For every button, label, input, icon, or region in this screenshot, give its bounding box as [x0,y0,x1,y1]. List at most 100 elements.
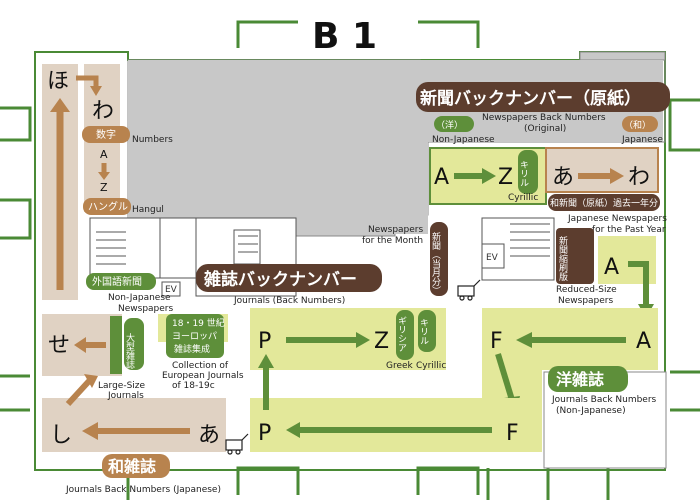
month-badge [430,222,448,296]
arrow-reduced-down [628,261,649,306]
japanese-label: Japanese [621,135,663,145]
door-marks [0,20,700,500]
large-size-line1: Large-Size [98,381,146,391]
numbers-label: Numbers [132,135,173,145]
letter-P-top: P [258,329,271,354]
newspapers-title: 新聞バックナンバー（原紙） [420,88,641,109]
arrow-to-shi-head [82,422,98,440]
wagon-icon-center [457,279,481,301]
large-size-badge [124,318,144,370]
arrow-A-Z-head [98,172,110,180]
foreign-news-badge-text: 外国語新聞 [92,275,142,288]
stairs-left [89,217,197,279]
letter-se: せ [48,333,70,358]
letter-Z-small: Z [100,181,108,194]
cyrillic-badge [518,150,538,194]
greek-label: Greek [386,361,414,371]
arrow-news-AZ-head [482,168,496,184]
arrow-ho-wa-head [90,86,102,96]
european-badge-line3: 雑誌集成 [174,343,210,355]
news-tan-box [545,147,659,193]
japanese-journals-subtitle: Journals Back Numbers (Japanese) [65,485,221,495]
letter-reduced-A: A [604,255,619,280]
foreign-news-line1: Non-Japanese [108,293,171,303]
arrow-up-ho-head [50,98,70,112]
cyrillic2-label: Cyrillic [416,361,446,371]
western-line1: Journals Back Numbers [551,395,657,405]
greek-badge-text: ギリシア [396,316,407,352]
reduced-line1: Reduced-Size [556,285,617,295]
letter-F-bottom: F [506,421,519,446]
letter-shi: し [50,423,72,448]
hangul-badge [83,198,131,215]
letter-news-Z: Z [498,165,513,190]
japanese-badge-text: （和） [624,120,651,131]
reduced-badge-text: 新聞縮刷版・復刻版 [557,235,568,318]
non-japanese-badge-text: （洋） [436,119,463,131]
european-line3: of 18-19c [172,381,215,391]
japanese-badge [622,116,658,132]
japanese-journals-title: 和雑誌 [108,457,156,476]
newspapers-title-badge [416,82,670,112]
western-line2: (Non-Japanese) [556,406,626,416]
arrow-F-F [495,353,515,401]
european-line1: Collection of [172,361,229,371]
arrow-ho-wa [76,75,99,88]
arrow-diag-head [84,374,98,388]
arrow-P-up-head [258,354,274,368]
letter-news-wa: わ [628,165,650,190]
european-badge [166,314,224,358]
ev-left-box [161,281,181,297]
letter-news-a: あ [552,165,574,190]
numbers-badge-text: 数字 [96,128,116,141]
arrow-to-se-head [74,337,86,353]
letter-F-top: F [490,329,503,354]
european-badge-line2: ヨーロッパ [172,331,217,342]
past-year-badge [548,194,660,211]
cyrillic2-badge-text: キリル [418,318,429,345]
journal-green-bottom [250,398,542,452]
newspapers-subtitle-1: Newspapers Back Numbers [482,113,606,123]
letter-a-jp: あ [198,423,220,448]
past-year-line1: Japanese Newspapers [567,214,667,224]
cyrillic-badge-text: キリル [518,160,529,187]
wagon-icon [225,433,249,455]
foreign-news-badge [86,273,156,290]
ev-right: EV [486,253,499,263]
journals-title: 雑誌バックナンバー [203,269,357,290]
newspapers-subtitle-2: (Original) [524,124,566,134]
cyrillic2-badge [418,310,436,352]
letter-P-bottom: P [258,421,271,446]
hangul-badge-text: ハングル [88,200,128,213]
large-size-strip [110,316,122,374]
reduced-line2: Newspapers [558,296,613,306]
month-badge-text: 新聞（当月分） [430,231,441,295]
letter-A-small: A [100,148,108,161]
non-japanese-badge [434,116,474,132]
floor-title: B 1 [312,16,377,57]
large-size-line2: Journals [107,391,144,401]
hangul-label: Hangul [132,205,164,215]
left-block-shi [42,398,226,452]
letter-wa: わ [92,99,114,124]
arrow-PZ-head [356,332,370,348]
letter-ho: ほ [47,69,69,94]
foreign-news-line2: Newspapers [118,304,173,314]
arrow-diag-shi-se [65,377,93,407]
journals-title-badge [196,264,382,292]
western-badge [548,366,628,392]
numbers-badge [82,126,130,143]
month-line1: Newspapers [368,225,423,235]
reduced-badge [556,228,594,284]
letter-news-A: A [434,165,449,190]
japanese-journals-badge [102,454,170,478]
western-title: 洋雑誌 [556,370,604,389]
letter-jrnl-A: A [636,329,651,354]
large-size-badge-text: 大型雑誌 [124,332,135,370]
arrow-AF-head [516,332,532,348]
past-year-badge-text: 和新聞（原紙）過去一年分 [550,197,658,209]
ev-left: EV [165,285,178,295]
past-year-line2: for the Past Year [592,225,666,235]
stairs-right [481,217,555,281]
